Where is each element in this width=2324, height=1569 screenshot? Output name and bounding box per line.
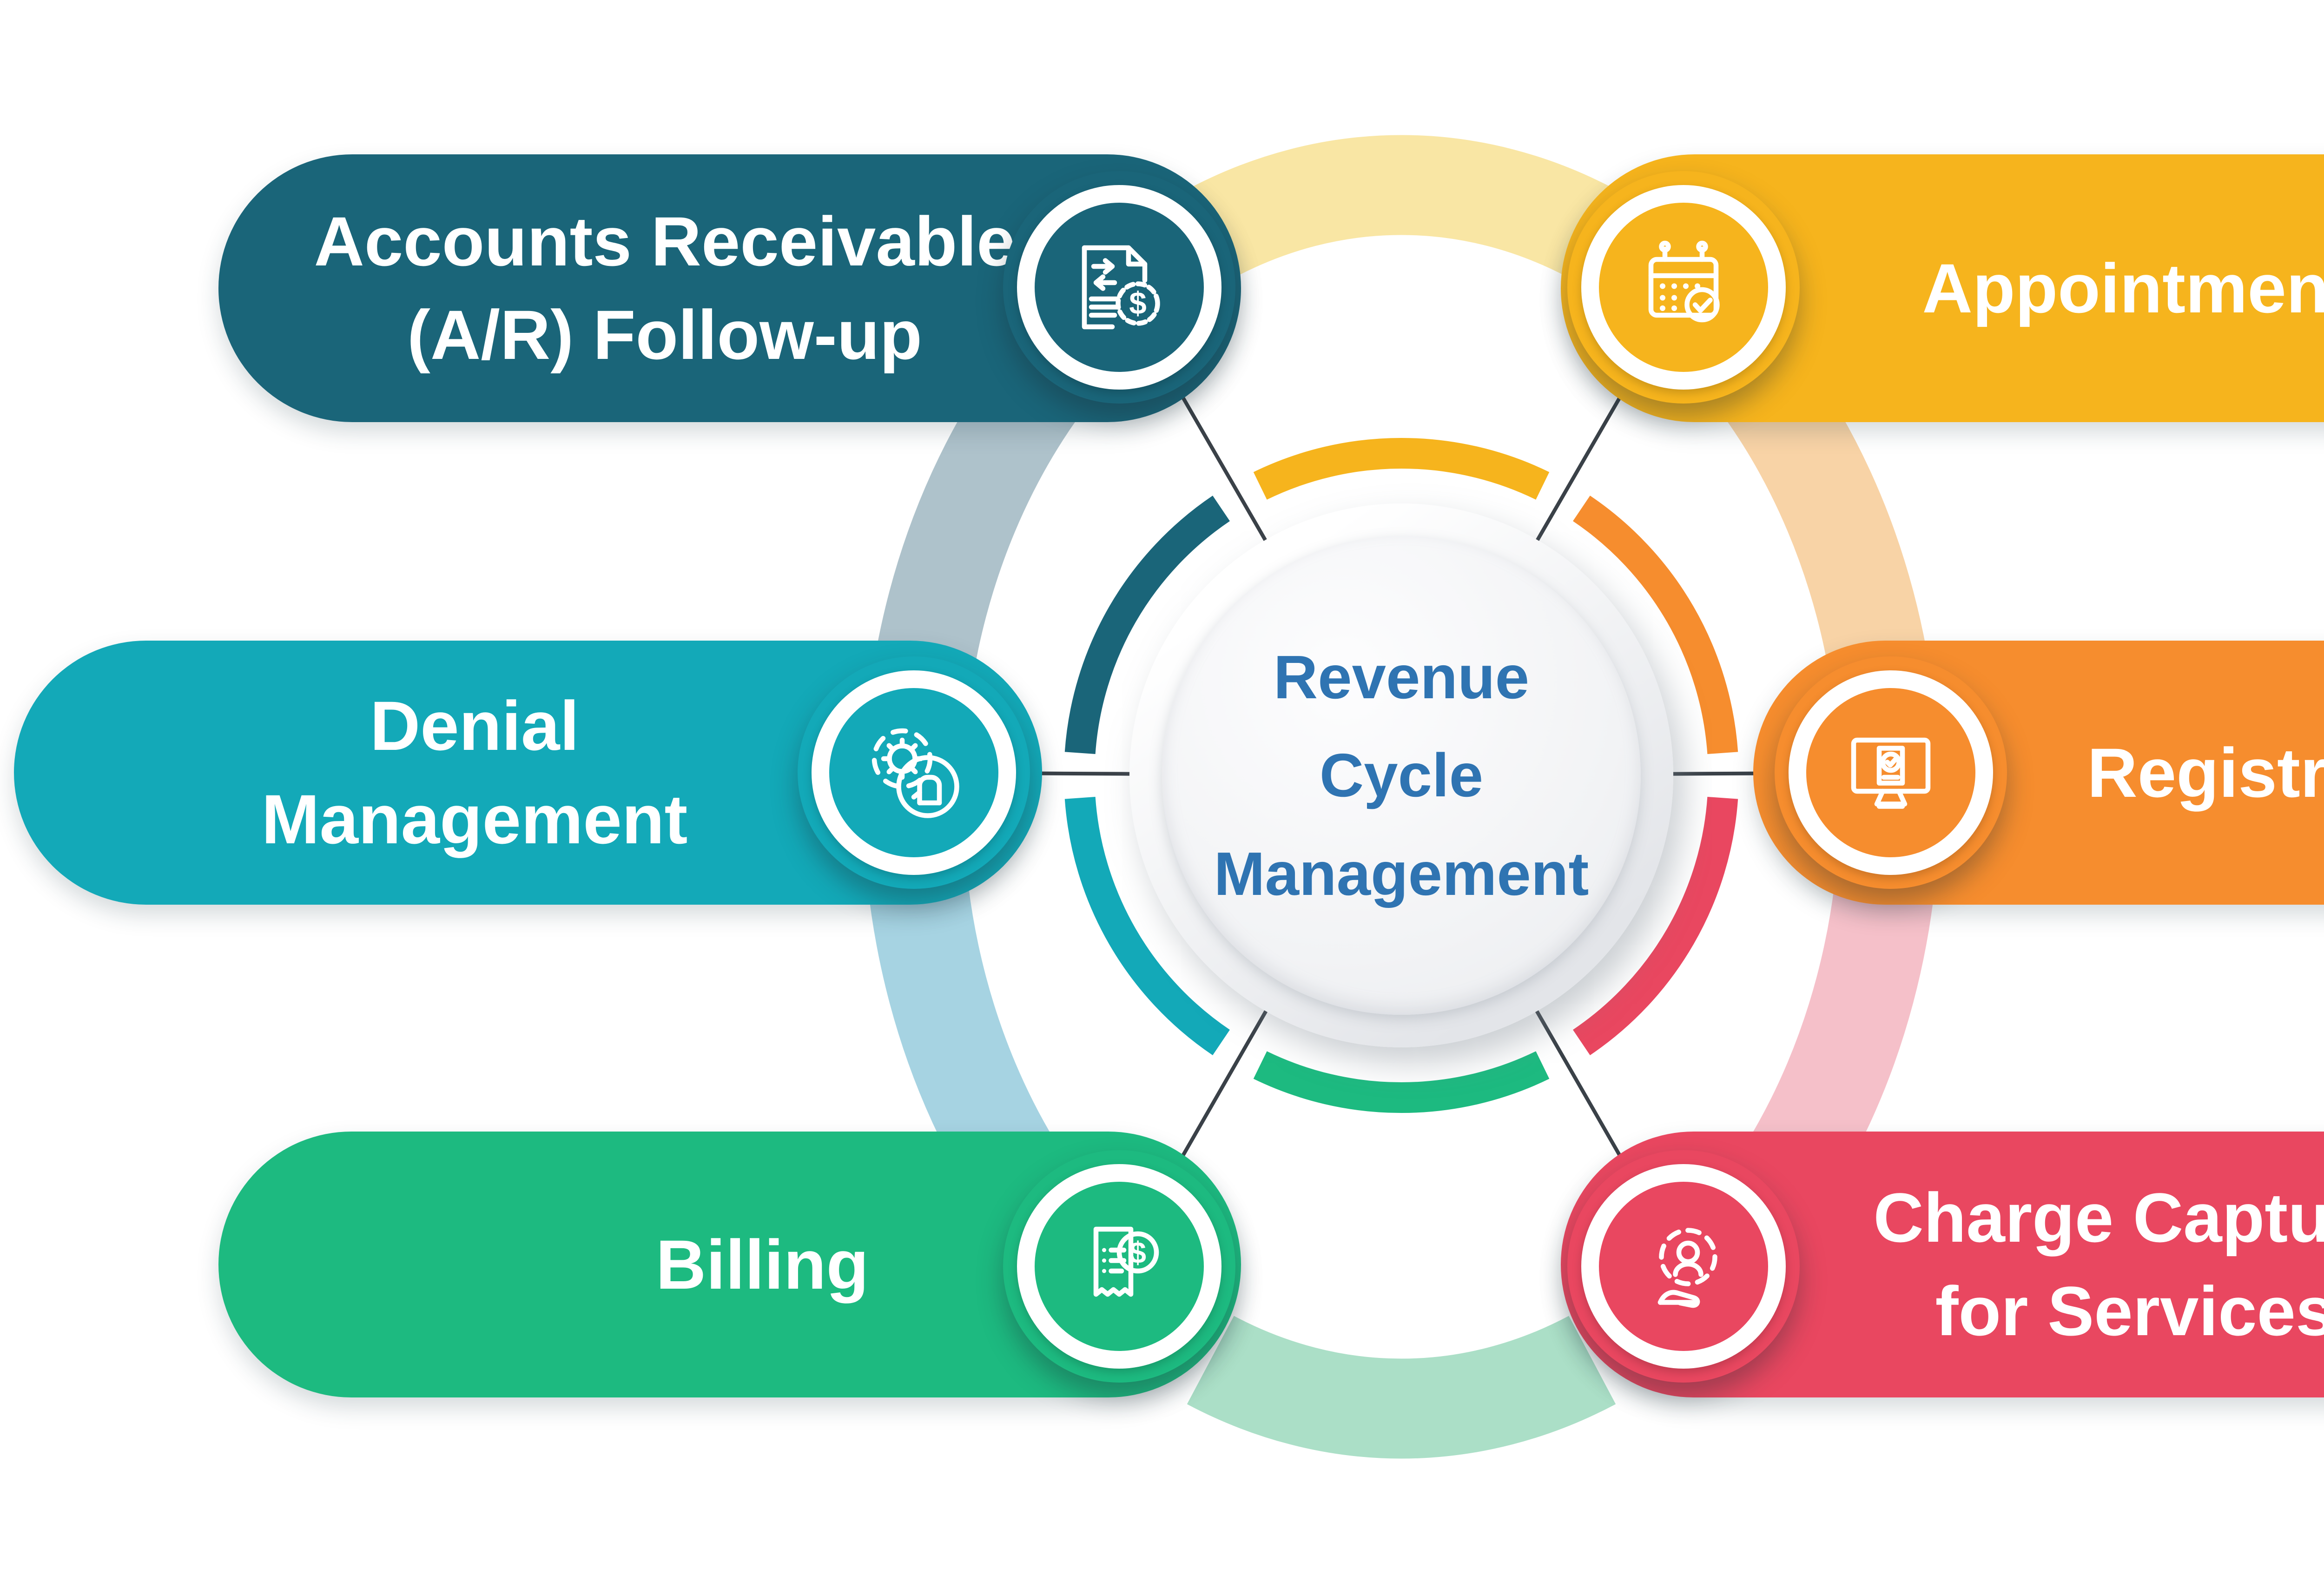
invoice-dollar-icon: $ <box>1093 1226 1159 1297</box>
stage-label-line: Registration <box>2087 733 2324 812</box>
stage-label: Accounts Receivable (A/R) Follow-up <box>284 195 1046 382</box>
center-circle: Revenue Cycle Management <box>1162 536 1641 1015</box>
stage-label-line: Management <box>261 780 688 858</box>
stage-node-appointment <box>1567 171 1800 404</box>
calendar-check-icon <box>1648 240 1720 323</box>
document-dollar-exchange-icon: $ <box>1082 245 1160 330</box>
stage-label: Billing <box>358 1218 1167 1311</box>
stage-label: Charge Capture for Services <box>1761 1171 2324 1358</box>
stage-label: Denial Management <box>107 679 842 866</box>
center-title: Revenue Cycle Management <box>1214 643 1589 908</box>
stage-node-billing: $ <box>1003 1150 1235 1383</box>
monitor-checklist-icon <box>1851 737 1931 809</box>
stage-label-line: Charge Capture <box>1873 1178 2324 1257</box>
gear-hand-icon <box>872 728 959 818</box>
stage-label-line: for Services <box>1935 1272 2324 1350</box>
stage-node-charge-capture <box>1567 1150 1800 1383</box>
stage-node-denial-management <box>798 656 1030 889</box>
svg-text:$: $ <box>1129 286 1147 321</box>
stage-label-line: Denial <box>370 687 580 765</box>
stage-label: Appointment <box>1756 242 2324 335</box>
stage-label-line: Appointment <box>1922 249 2324 327</box>
person-care-icon <box>1657 1228 1717 1308</box>
stage-node-accounts-receivable: $ <box>1003 171 1235 404</box>
stage-label: Registration <box>1953 726 2324 820</box>
stage-label-line: Billing <box>655 1225 869 1304</box>
svg-text:$: $ <box>1129 1236 1146 1270</box>
stage-label-line: (A/R) Follow-up <box>407 296 922 374</box>
stage-node-registration <box>1775 656 2007 889</box>
stage-label-line: Accounts Receivable <box>314 202 1016 280</box>
